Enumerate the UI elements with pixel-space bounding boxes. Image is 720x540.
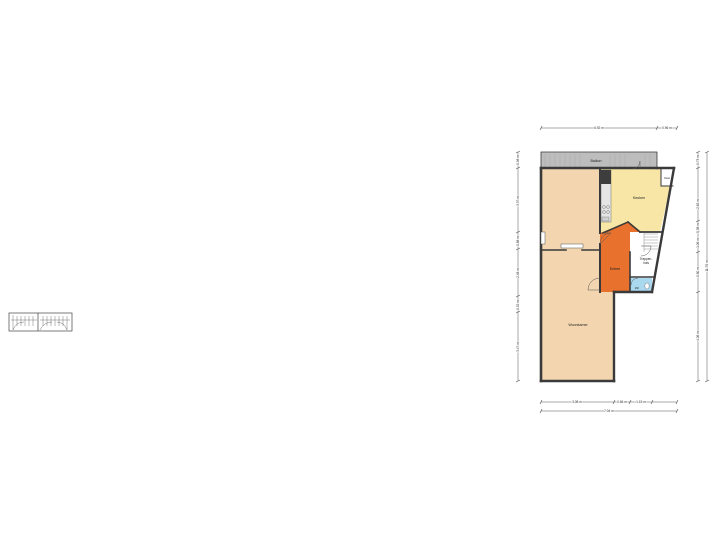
dimension-top: 6.92 m 0.96 m: [539, 126, 679, 131]
label-woonkamer: Woonkamer: [568, 323, 588, 327]
balcony-hatch: [544, 154, 651, 167]
walls: [539, 151, 676, 383]
wall-niche: [540, 231, 546, 245]
label-kast: Kast: [664, 176, 670, 180]
toilet-fixture: [644, 282, 650, 290]
label-wc: Wc: [635, 286, 640, 290]
dim-left-6: 3.47 m: [516, 342, 520, 352]
dim-right-5: 0.80 m: [696, 267, 700, 277]
dim-right-1: 0.73 m: [696, 155, 700, 165]
dim-right-6: 4.06 m: [696, 331, 700, 341]
label-keuken: Keuken: [633, 196, 645, 200]
dim-left-4: 2.48 m: [516, 268, 520, 278]
dimension-left: 0.98 m 3.37 m 0.88 m 2.48 m 0.52 m 3.47 …: [516, 150, 521, 383]
stairwell-steps: [643, 233, 658, 252]
label-entree: Entree: [610, 267, 621, 271]
kitchen-area: [600, 169, 674, 233]
dim-left-3: 0.88 m: [516, 236, 520, 246]
dim-bottom-3: 1.15 m: [636, 400, 646, 404]
dim-top-right: 0.96 m: [662, 126, 672, 130]
dim-bottom-total: 7.04 m: [604, 409, 614, 413]
label-trappenhuis-2: huis: [643, 261, 649, 265]
staircase-thumbnail: [8, 312, 73, 332]
dimension-right-total: 11.76 m: [705, 150, 710, 383]
dim-right-total: 11.76 m: [705, 260, 709, 272]
dim-bottom-1: 3.08 m: [572, 400, 582, 404]
dim-left-5: 0.52 m: [516, 300, 520, 310]
dimension-right-inner: 0.73 m 2.62 m 0.38 m 1.06 m 0.80 m 4.06 …: [696, 150, 701, 383]
dim-top-total: 6.92 m: [594, 126, 604, 130]
dim-left-2: 3.37 m: [516, 196, 520, 206]
dim-right-3: 0.38 m: [696, 223, 700, 233]
dim-bottom-2: 0.66 m: [617, 400, 627, 404]
dimension-bottom-total: 7.04 m: [539, 409, 679, 414]
kitchen-counter: [600, 169, 612, 223]
living-radiator: [560, 243, 584, 249]
dimension-bottom-inner: 3.08 m 0.66 m 1.15 m: [539, 400, 679, 405]
label-trappenhuis-1: Trappen-: [640, 257, 653, 261]
dim-right-4: 1.06 m: [696, 238, 700, 248]
dim-right-2: 2.62 m: [696, 199, 700, 209]
dim-left-1: 0.98 m: [516, 155, 520, 165]
label-balkon: Balkon: [591, 159, 602, 163]
